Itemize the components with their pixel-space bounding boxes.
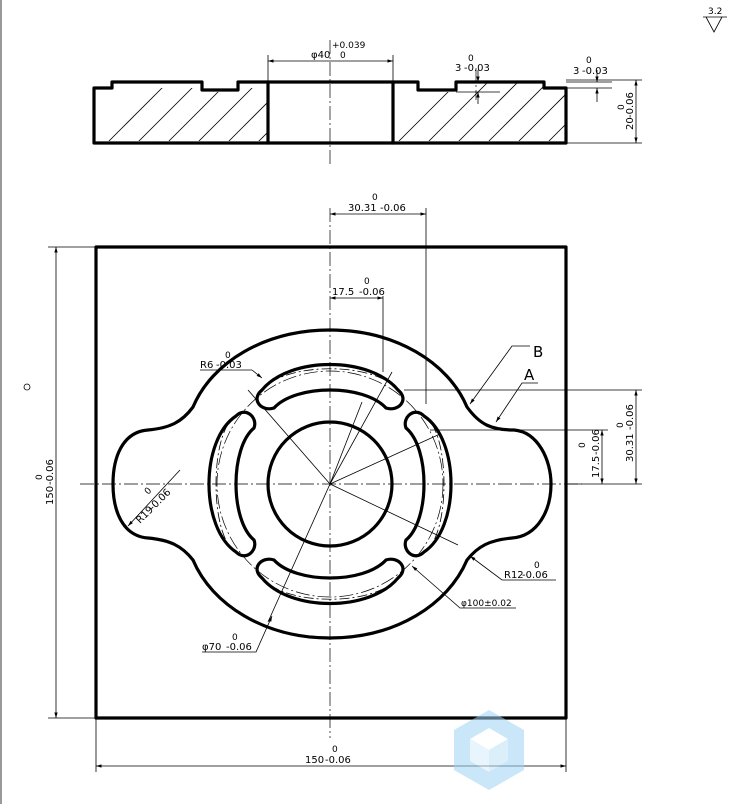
bore-tol-upper: +0.039 [332, 41, 366, 51]
thickness-lower: -0.06 [625, 92, 636, 118]
side-inner-lower: -0.06 [591, 429, 602, 455]
watermark-cube-logo [454, 710, 524, 790]
width-top-nom: 30.31 [348, 203, 377, 214]
leader-center-dia [202, 615, 273, 653]
width-inner-upper: 0 [364, 277, 370, 287]
fillet-radius-upper: 0 [534, 561, 540, 571]
label-b: B [533, 343, 543, 361]
width-bottom-lower: -0.06 [325, 755, 351, 766]
leader-r12 [469, 555, 556, 581]
section-view: φ40 +0.039 0 0 3 -0.03 0 3 -0.03 0 20 -0… [92, 40, 642, 165]
width-top-lower: -0.06 [380, 203, 406, 214]
radius-slot-nom: R6 [200, 360, 213, 371]
step-depth-upper: 0 [586, 56, 592, 66]
radius-slot-lower: -0.03 [216, 360, 242, 371]
bore-dia: φ40 [311, 50, 330, 61]
surface-finish-value: 3.2 [708, 7, 722, 17]
side-inner-upper: 0 [578, 442, 588, 448]
side-inner-nom: 17.5 [591, 456, 602, 478]
slot-left [207, 410, 257, 558]
plan-view: 0 30.31 -0.06 0 17.5 -0.06 0 R6 -0.03 B … [35, 193, 642, 772]
height-lower: -0.06 [45, 459, 56, 485]
center-dia-upper: 0 [232, 633, 238, 643]
section-hatch-left [94, 88, 268, 141]
center-circle [266, 420, 394, 548]
lobe-radius-upper: 0 [143, 486, 154, 497]
width-inner-nom: 17.5 [332, 287, 354, 298]
leader-pitch-dia [411, 565, 516, 609]
leader-a [495, 382, 538, 423]
pitch-circle [216, 370, 444, 598]
slot-top [255, 363, 405, 411]
boss-outline [111, 328, 553, 640]
step-depth-lower: -0.03 [582, 66, 608, 77]
reference-circle-marker [23, 383, 31, 391]
step-depth-nom: 3 [573, 66, 579, 77]
side-outer-lower: -0.06 [625, 404, 636, 430]
center-dia-nom: φ70 [202, 642, 221, 653]
fillet-radius-nom: R12 [504, 570, 524, 581]
side-outer-nom: 30.31 [625, 433, 636, 462]
thickness-nom: 20 [625, 117, 636, 130]
section-hatch-right [394, 82, 566, 141]
thickness-upper: 0 [617, 104, 627, 110]
plate-outline [94, 245, 568, 720]
height-upper: 0 [35, 474, 45, 480]
leader-b [469, 345, 530, 405]
section-outline [92, 80, 568, 145]
width-inner-lower: -0.06 [359, 287, 385, 298]
width-bottom-nom: 150 [305, 755, 324, 766]
fillet-radius-lower: -0.06 [522, 570, 548, 581]
slot-depth-upper: 0 [468, 54, 474, 64]
width-bottom-upper: 0 [332, 745, 338, 755]
surface-finish-symbol: 3.2 [703, 7, 727, 33]
label-a: A [524, 366, 535, 384]
side-outer-upper: 0 [616, 422, 626, 428]
slot-depth-nom: 3 [455, 63, 461, 74]
radius-slot-upper: 0 [225, 351, 231, 361]
slot-bottom [255, 557, 405, 605]
slot-depth-lower: -0.03 [464, 63, 490, 74]
width-top-upper: 0 [372, 193, 378, 203]
height-nom: 150 [45, 486, 56, 505]
pitch-dia: φ100±0.02 [461, 599, 512, 609]
center-dia-lower: -0.06 [226, 642, 252, 653]
slot-right [403, 410, 453, 558]
bore-tol-lower: 0 [340, 51, 346, 61]
